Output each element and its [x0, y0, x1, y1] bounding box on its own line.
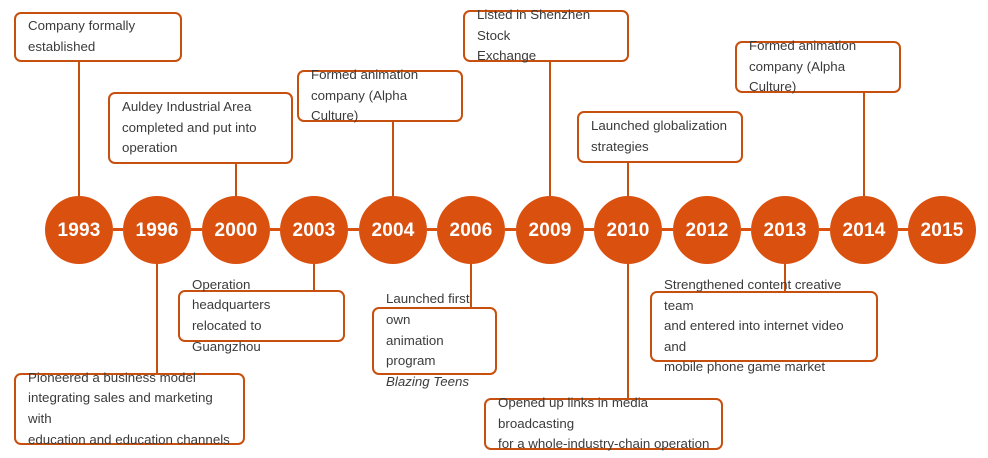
event-text-italic: Blazing Teens [386, 373, 470, 389]
connector-line-2010 [627, 264, 629, 398]
year-node-2000[interactable]: 2000 [202, 196, 270, 264]
axis-segment [348, 228, 359, 231]
event-box-2013[interactable]: Formed animation company (Alpha Culture) [735, 38, 901, 94]
connector-line-2009 [627, 163, 629, 196]
event-text-main: Launched first own animation program [386, 291, 470, 369]
event-text: Pioneered a business model integrating s… [28, 369, 230, 447]
event-text: Formed animation company (Alpha Culture) [311, 67, 419, 124]
year-node-2006[interactable]: 2006 [437, 196, 505, 264]
event-box-2009[interactable]: Launched globalization strategies [577, 111, 743, 163]
connector-line-2012 [784, 264, 786, 291]
axis-segment [662, 228, 673, 231]
event-text: Launched globalization strategies [591, 118, 728, 154]
event-text: Formed animation company (Alpha Culture) [749, 38, 857, 95]
connector-line-1993 [78, 62, 80, 196]
year-label: 2014 [842, 219, 886, 241]
year-node-2010[interactable]: 2010 [594, 196, 662, 264]
connector-line-2003 [392, 122, 394, 196]
year-label: 2004 [371, 219, 415, 241]
year-label: 1996 [135, 219, 179, 241]
connector-line-1996-below [156, 264, 158, 373]
event-box-1993[interactable]: Company formally established [14, 12, 182, 62]
year-label: 2012 [685, 219, 729, 241]
year-label: 2009 [528, 219, 572, 241]
event-box-2000[interactable]: Operation headquarters relocated to Guan… [178, 277, 345, 354]
year-node-2009[interactable]: 2009 [516, 196, 584, 264]
event-text: Listed in Shenzhen Stock Exchange [477, 7, 591, 64]
event-text: Strengthened content creative team and e… [664, 276, 844, 375]
event-text: Opened up links in media broadcasting fo… [498, 395, 710, 452]
connector-line-2000 [313, 264, 315, 290]
year-node-2014[interactable]: 2014 [830, 196, 898, 264]
axis-segment [584, 228, 594, 231]
axis-segment [427, 228, 437, 231]
year-label: 2015 [920, 219, 964, 241]
event-box-1996-below[interactable]: Pioneered a business model integrating s… [14, 370, 245, 447]
year-label: 2010 [606, 219, 650, 241]
axis-segment [898, 228, 908, 231]
event-text: Auldey Industrial Area completed and put… [122, 99, 257, 156]
year-node-2015[interactable]: 2015 [908, 196, 976, 264]
connector-line-2006 [549, 62, 551, 196]
event-box-2003[interactable]: Formed animation company (Alpha Culture) [297, 67, 463, 123]
year-label: 2013 [763, 219, 807, 241]
event-text: Operation headquarters relocated to Guan… [192, 276, 271, 354]
year-node-2012[interactable]: 2012 [673, 196, 741, 264]
event-box-2010[interactable]: Opened up links in media broadcasting fo… [484, 395, 723, 451]
event-text: Launched first own animation program Bla… [386, 289, 484, 392]
axis-segment [741, 228, 751, 231]
event-box-2004[interactable]: Launched first own animation program Bla… [372, 291, 497, 389]
year-node-2013[interactable]: 2013 [751, 196, 819, 264]
axis-segment [191, 228, 202, 231]
connector-line-2013 [863, 93, 865, 196]
year-label: 2006 [449, 219, 493, 241]
year-node-1996[interactable]: 1996 [123, 196, 191, 264]
year-label: 2003 [292, 219, 336, 241]
event-box-2006[interactable]: Listed in Shenzhen Stock Exchange [463, 7, 629, 63]
connector-line-1996-above [235, 164, 237, 196]
axis-segment [505, 228, 516, 231]
year-node-1993[interactable]: 1993 [45, 196, 113, 264]
axis-segment [819, 228, 830, 231]
connector-line-2004 [470, 264, 472, 307]
event-box-1996-above[interactable]: Auldey Industrial Area completed and put… [108, 92, 293, 164]
event-text: Company formally established [28, 18, 136, 54]
year-node-2004[interactable]: 2004 [359, 196, 427, 264]
year-label: 2000 [214, 219, 258, 241]
axis-segment [270, 228, 280, 231]
event-box-2012[interactable]: Strengthened content creative team and e… [650, 277, 878, 374]
year-label: 1993 [57, 219, 101, 241]
year-node-2003[interactable]: 2003 [280, 196, 348, 264]
axis-segment [113, 228, 123, 231]
